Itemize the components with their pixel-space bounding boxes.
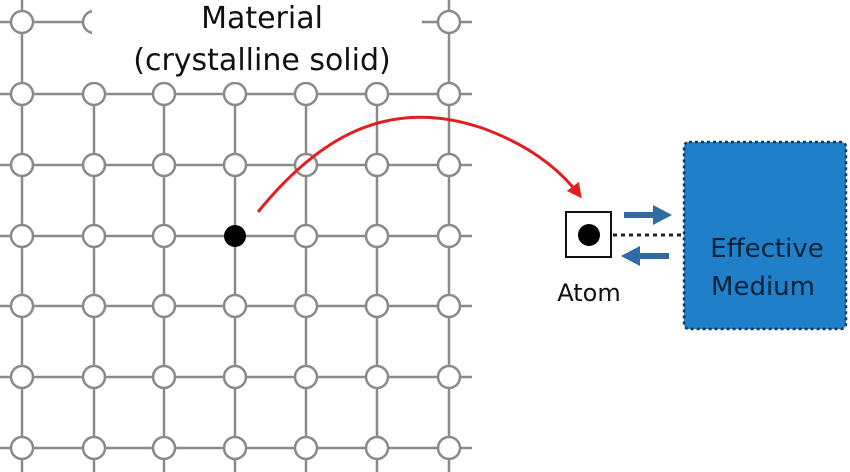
lattice-node [151,223,177,249]
effective-medium-label-line1: Effective [710,234,823,264]
lattice-node [293,364,319,390]
lattice-node [364,81,390,107]
lattice-node [222,81,248,107]
lattice-node [436,435,462,461]
lattice-node [9,9,35,35]
extraction-arrow [256,115,582,213]
lattice-node [364,152,390,178]
lattice-node [364,223,390,249]
lattice-node [436,223,462,249]
lattice-node [436,364,462,390]
lattice-node [364,435,390,461]
lattice-node [364,293,390,319]
lattice-node [151,81,177,107]
lattice-node [81,152,107,178]
lattice-node [9,293,35,319]
exchange-arrow-right [624,205,672,225]
lattice-node [81,223,107,249]
lattice-node [293,435,319,461]
effective-medium-label-line2: Medium [711,272,815,302]
atom-box [565,211,612,258]
lattice-node [293,223,319,249]
lattice-node [222,152,248,178]
material-subtitle: (crystalline solid) [133,43,390,78]
lattice-node [151,293,177,319]
lattice-node [436,81,462,107]
lattice-node [436,293,462,319]
lattice-node [81,364,107,390]
lattice-node [436,152,462,178]
lattice-node [222,435,248,461]
lattice-node [81,81,107,107]
lattice-node [9,81,35,107]
lattice-node [9,223,35,249]
selected-lattice-atom [224,225,246,247]
lattice-node [9,152,35,178]
lattice-node [9,435,35,461]
material-title: Material [201,1,323,36]
lattice-node [151,364,177,390]
atom-label: Atom [557,279,620,307]
lattice-node [293,293,319,319]
lattice-node [293,81,319,107]
lattice-node [222,293,248,319]
lattice-node [222,364,248,390]
lattice-node [364,364,390,390]
lattice-node [81,293,107,319]
lattice-node [436,9,462,35]
lattice-node [9,364,35,390]
lattice-node [81,435,107,461]
lattice-node [151,435,177,461]
exchange-arrow-left [621,246,669,266]
title-backdrop [92,0,422,82]
lattice-node [151,152,177,178]
isolated-atom [578,224,600,246]
effective-medium-box [682,140,848,331]
